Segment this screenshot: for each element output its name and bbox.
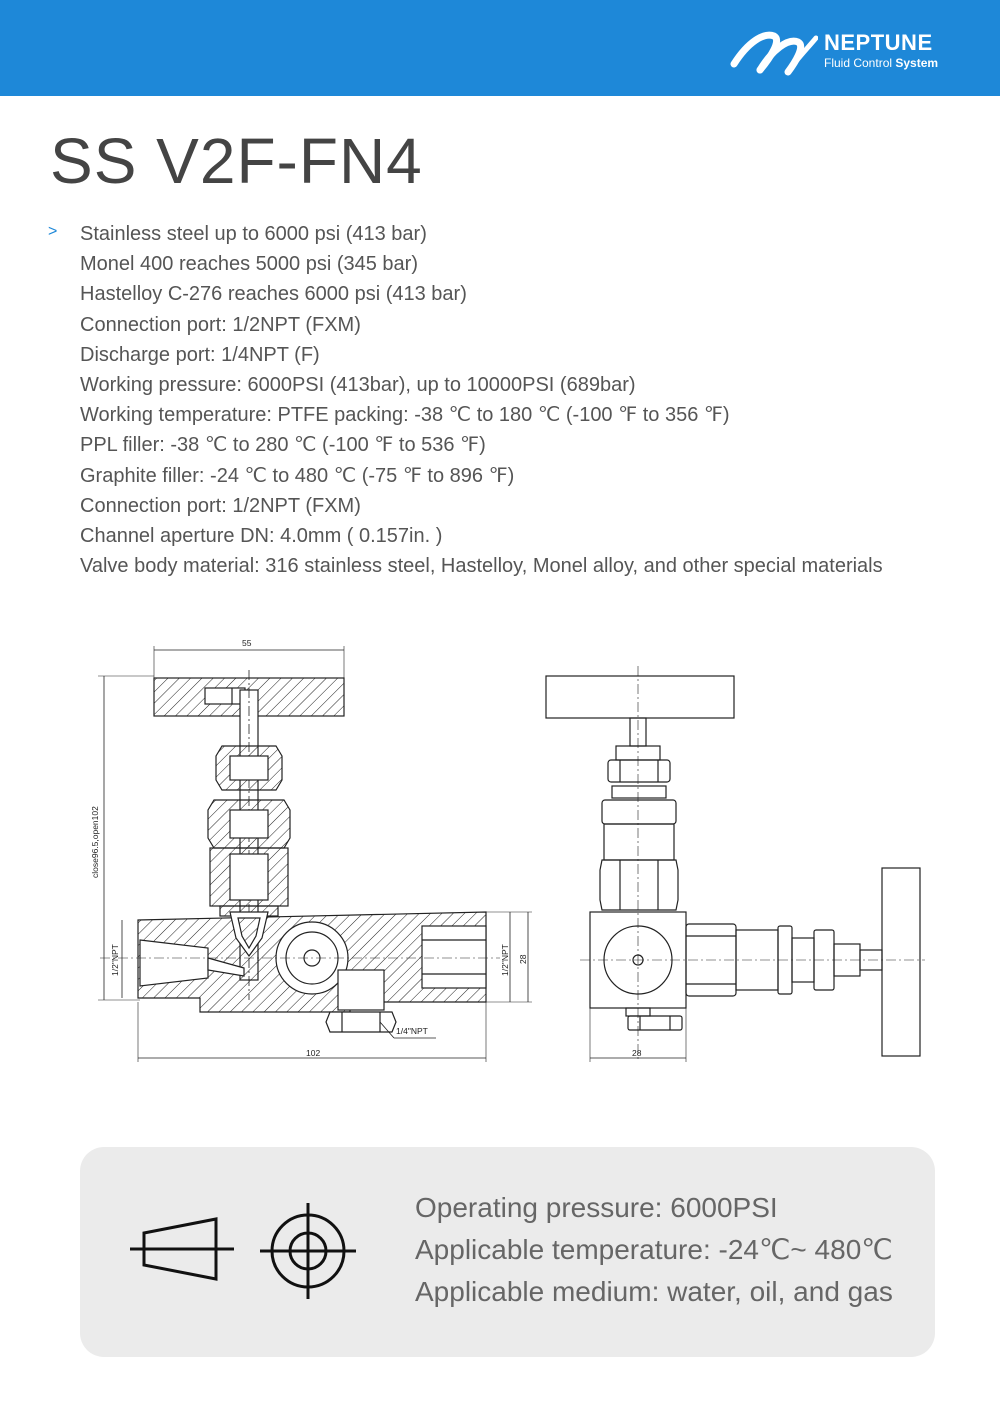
- dim-side-width: 28: [632, 1048, 642, 1058]
- dim-handle-width: 55: [242, 638, 252, 648]
- spec-item: Connection port: 1/2NPT (FXM): [80, 313, 361, 336]
- info-temperature: Applicable temperature: -24℃~ 480℃: [415, 1234, 893, 1265]
- info-lines: Operating pressure: 6000PSI Applicable t…: [415, 1187, 893, 1313]
- brand-tagline: Fluid Control System: [824, 56, 939, 70]
- dim-length: 102: [306, 1048, 320, 1058]
- valve-technical-drawing: 55 close96.5,open102 1/2"NPT 1/2"NPT 28 …: [90, 638, 925, 1062]
- spec-item: Connection port: 1/2NPT (FXM): [80, 494, 361, 517]
- dim-inlet: 1/2"NPT: [110, 944, 120, 976]
- projection-symbol-icon: [260, 1203, 356, 1299]
- spec-item: Working pressure: 6000PSI (413bar), up t…: [80, 374, 636, 397]
- spec-item: Monel 400 reaches 5000 psi (345 bar): [80, 253, 418, 276]
- spec-item: Working temperature: PTFE packing: -38 ℃…: [80, 404, 730, 427]
- spec-item: PPL filler: -38 ℃ to 280 ℃ (-100 ℉ to 53…: [80, 434, 486, 457]
- bullet-marker: >: [48, 223, 58, 240]
- spec-list: Stainless steel up to 6000 psi (413 bar)…: [80, 219, 883, 581]
- header-bar: NEPTUNE Fluid Control System: [0, 0, 1000, 96]
- spec-item: Channel aperture DN: 4.0mm ( 0.157in. ): [80, 525, 443, 548]
- brand-name: NEPTUNE: [824, 30, 933, 55]
- side-handle: [881, 867, 921, 1057]
- info-pressure: Operating pressure: 6000PSI: [415, 1192, 778, 1223]
- info-medium: Applicable medium: water, oil, and gas: [415, 1276, 893, 1307]
- spec-item: Valve body material: 316 stainless steel…: [80, 555, 883, 578]
- dim-height: close96.5,open102: [90, 806, 100, 878]
- handle-exterior: [545, 675, 735, 719]
- dim-discharge: 1/4"NPT: [396, 1026, 428, 1036]
- brand-logo: NEPTUNE Fluid Control System: [730, 22, 970, 78]
- product-title: SS V2F-FN4: [50, 125, 423, 197]
- thread-taper-icon: [130, 1217, 234, 1281]
- spec-item: Graphite filler: -24 ℃ to 480 ℃ (-75 ℉ t…: [80, 464, 515, 487]
- neptune-logo-icon: [730, 31, 818, 76]
- dim-outlet: 1/2"NPT: [500, 944, 510, 976]
- spec-item: Discharge port: 1/4NPT (F): [80, 343, 320, 366]
- info-panel: Operating pressure: 6000PSI Applicable t…: [80, 1147, 935, 1357]
- spec-item: Hastelloy C-276 reaches 6000 psi (413 ba…: [80, 283, 467, 306]
- dim-body-height: 28: [518, 954, 528, 964]
- spec-item: Stainless steel up to 6000 psi (413 bar): [80, 223, 427, 245]
